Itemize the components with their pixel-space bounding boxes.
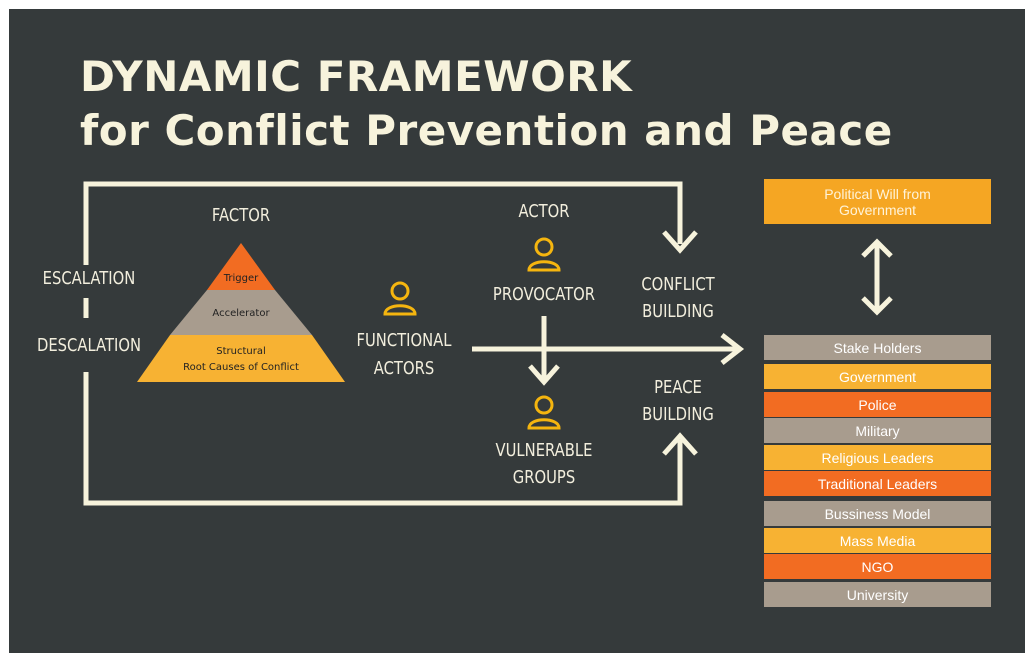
pyramid-structural-text-2: Root Causes of Conflict: [183, 362, 299, 373]
escalation-label: ESCALATION: [42, 268, 136, 289]
pyramid-accelerator-text: Accelerator: [212, 308, 270, 319]
political-will-text-2: Government: [838, 201, 917, 218]
vulnerable-groups-label-2: GROUPS: [512, 467, 576, 488]
bottom-loop-line: [83, 372, 683, 506]
conflict-building-label-1: CONFLICT: [641, 274, 715, 295]
vulnerable-groups-label-1: VULNERABLE: [495, 440, 593, 461]
person-icon: [383, 281, 417, 316]
stakeholder-row-university: University: [764, 582, 991, 607]
stakeholder-row-stake-holders: Stake Holders: [764, 335, 991, 360]
stakeholder-row-government: Government: [764, 364, 991, 389]
actor-label: ACTOR: [518, 201, 570, 222]
double-arrow-bottom: [861, 296, 893, 316]
stakeholder-row-bussiness-model: Bussiness Model: [764, 501, 991, 526]
person-icon: [527, 237, 561, 272]
stakeholder-row-police: Police: [764, 392, 991, 417]
main-arrowhead: [720, 333, 745, 365]
conflict-arrowhead: [662, 230, 698, 254]
top-loop-line: [83, 181, 683, 265]
factor-label: FACTOR: [211, 205, 271, 226]
stakeholder-row-religious-leaders: Religious Leaders: [764, 445, 991, 470]
stakeholder-row-mass-media: Mass Media: [764, 528, 991, 553]
person-icon: [527, 395, 561, 430]
provocator-label: PROVOCATOR: [492, 284, 596, 305]
pyramid-trigger-text: Trigger: [223, 273, 259, 284]
title-line-2: for Conflict Prevention and Peace: [80, 106, 893, 155]
stakeholder-row-military: Military: [764, 418, 991, 443]
peace-building-label-2: BUILDING: [642, 404, 714, 425]
double-arrow-top: [861, 238, 893, 258]
title-line-1: DYNAMIC FRAMEWORK: [80, 52, 633, 101]
stakeholder-row-ngo: NGO: [764, 554, 991, 579]
descalation-label: DESCALATION: [36, 335, 142, 356]
stakeholder-row-traditional-leaders: Traditional Leaders: [764, 471, 991, 496]
peace-arrowhead: [662, 432, 698, 456]
pyramid-accelerator: [170, 290, 312, 335]
conflict-building-label-2: BUILDING: [642, 301, 714, 322]
political-will-box: Political Will from Government: [764, 179, 991, 224]
functional-actors-label-1: FUNCTIONAL: [356, 330, 452, 351]
provocator-arrowhead: [528, 364, 560, 386]
pyramid-trigger: [207, 243, 275, 290]
functional-actors-label-2: ACTORS: [373, 358, 435, 379]
pyramid-structural: [137, 335, 345, 382]
peace-building-label-1: PEACE: [654, 377, 702, 398]
pyramid-structural-text-1: Structural: [216, 346, 266, 357]
political-will-text-1: Political Will from: [824, 185, 931, 202]
